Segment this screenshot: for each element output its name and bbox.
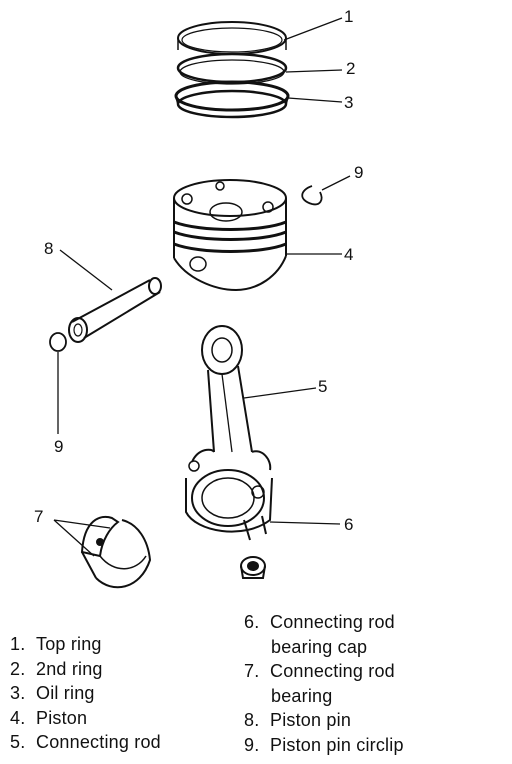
connecting-rod-drawing <box>185 325 273 541</box>
legend-item-2: 2.2nd ring <box>10 658 103 679</box>
callout-7: 7 <box>34 507 43 526</box>
legend-item-3: 3.Oil ring <box>10 683 95 703</box>
callout-9-lower: 9 <box>54 437 63 456</box>
rod-nut-drawing <box>240 556 266 579</box>
oil-ring-drawing <box>174 80 290 119</box>
rod-bearing-drawing <box>80 516 152 589</box>
legend-item-1: 1.Top ring <box>10 634 102 654</box>
legend-item-5: 5.Connecting rod <box>10 732 161 752</box>
top-ring-drawing <box>177 21 287 55</box>
callout-9-upper: 9 <box>354 163 363 182</box>
legend-item-4: 4.Piston <box>10 707 88 728</box>
callout-1: 1 <box>344 7 353 26</box>
callout-2: 2 <box>346 59 355 78</box>
circlip-upper-drawing <box>301 185 323 206</box>
piston-drawing <box>173 179 287 292</box>
callout-4: 4 <box>344 245 353 264</box>
circlip-left-drawing <box>49 332 67 352</box>
callout-5: 5 <box>318 377 327 396</box>
legend-left-column: 1.Top ring 2.2nd ring 3.Oil ring 4.Pisto… <box>10 632 230 755</box>
callout-3: 3 <box>344 93 353 112</box>
legend-item-8: 8.Piston pin <box>244 710 352 730</box>
exploded-parts-diagram: 1 2 3 9 8 4 5 9 7 6 <box>34 7 363 589</box>
callout-8: 8 <box>44 239 53 258</box>
legend-item-9: 9.Piston pin circlip <box>244 734 404 755</box>
piston-pin-drawing <box>68 277 162 343</box>
second-ring-drawing <box>176 52 288 85</box>
callout-6: 6 <box>344 515 353 534</box>
leader-lines <box>53 17 351 557</box>
